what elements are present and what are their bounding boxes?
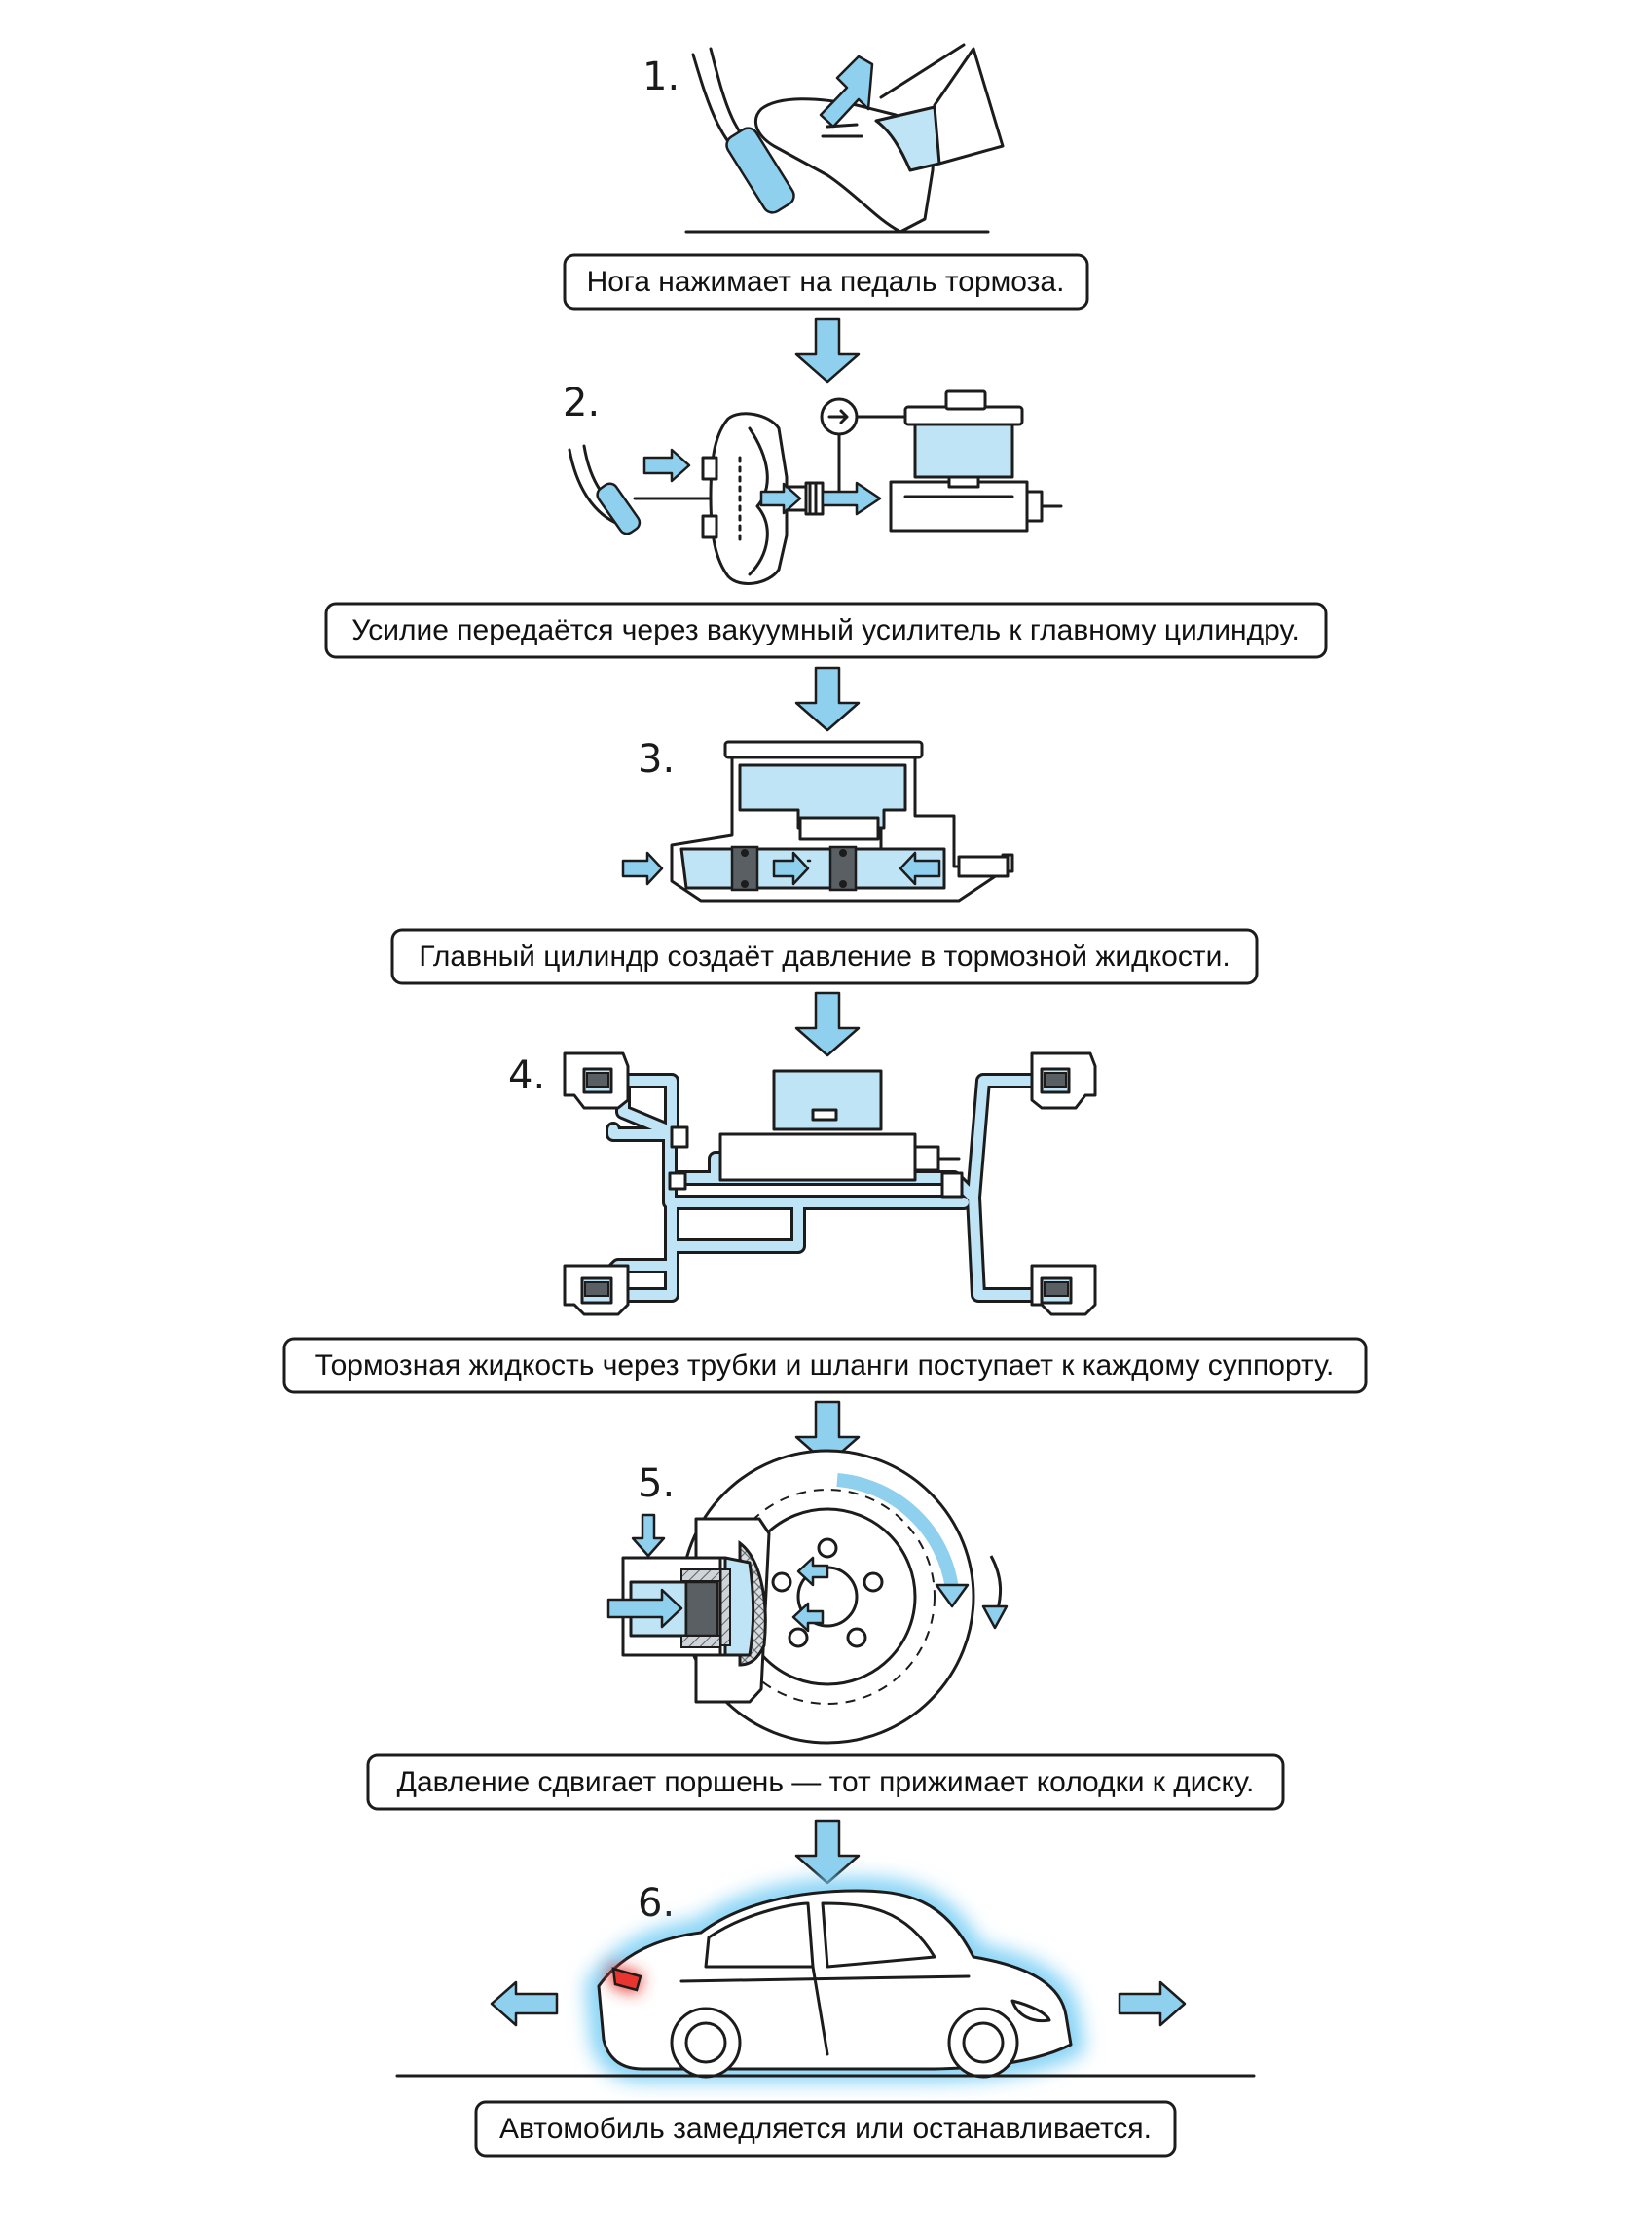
master-cylinder-icon	[785, 389, 1063, 533]
press-arrow-icon	[819, 55, 874, 129]
step-number: 5.	[638, 1461, 675, 1506]
flow-down-arrow	[794, 1819, 861, 1885]
step-caption: Нога нажимает на педаль тормоза.	[587, 266, 1065, 298]
step-number: 3.	[638, 737, 675, 782]
step-number: 6.	[638, 1881, 675, 1926]
flow-down-arrow	[794, 317, 861, 384]
rotation-arrow-icon	[935, 1583, 970, 1608]
step-6: 6. Автомобиль замедляется или останавлив…	[395, 1877, 1256, 2158]
caption-box	[282, 1337, 1368, 1394]
caliper-icon	[563, 1051, 630, 1110]
caliper-icon	[1030, 1264, 1097, 1316]
flow-down-arrow	[794, 666, 861, 732]
master-cylinder-cutaway-icon	[621, 740, 1014, 903]
right-arrow-icon	[1118, 1980, 1187, 2027]
vacuum-booster-icon	[701, 412, 802, 585]
caliper-piston-icon	[606, 1513, 829, 1704]
brake-lines-icon	[591, 1069, 1040, 1303]
left-arrow-icon	[490, 1980, 559, 2027]
step-3: 3. Главный цилиндр создаёт давление в то…	[390, 737, 1259, 985]
step-2: 2.	[324, 381, 1328, 659]
caption-box	[474, 2100, 1177, 2158]
caption-box	[390, 928, 1259, 985]
caption-box	[563, 253, 1089, 311]
brake-pedal-icon	[568, 444, 722, 535]
step-caption: Тормозная жидкость через трубки и шланги…	[315, 1349, 1335, 1382]
step-number: 1.	[642, 55, 679, 99]
step-caption: Главный цилиндр создаёт давление в тормо…	[419, 941, 1230, 973]
caption-box	[324, 602, 1328, 659]
force-arrow-icon	[642, 448, 691, 483]
step-1: 1. Нога нажимает на педаль тормоза.	[563, 43, 1089, 311]
step-number: 4.	[508, 1053, 545, 1098]
flow-down-arrow	[794, 991, 861, 1057]
step-caption: Автомобиль замедляется или останавливает…	[499, 2113, 1152, 2145]
brake-light-icon	[611, 1967, 642, 1992]
step-number: 2.	[563, 381, 600, 425]
step-5: 5.	[366, 1449, 1285, 1811]
step-caption: Усилие передаётся через вакуумный усилит…	[351, 614, 1300, 646]
caption-box	[366, 1753, 1285, 1811]
step-4: 4.	[282, 1051, 1368, 1394]
foot-icon	[753, 43, 1005, 234]
caliper-icon	[563, 1264, 630, 1316]
caliper-icon	[1030, 1051, 1097, 1110]
brake-pedal-icon	[691, 47, 795, 214]
car-icon	[585, 1877, 1085, 2082]
step-caption: Давление сдвигает поршень — тот прижимае…	[397, 1766, 1255, 1798]
